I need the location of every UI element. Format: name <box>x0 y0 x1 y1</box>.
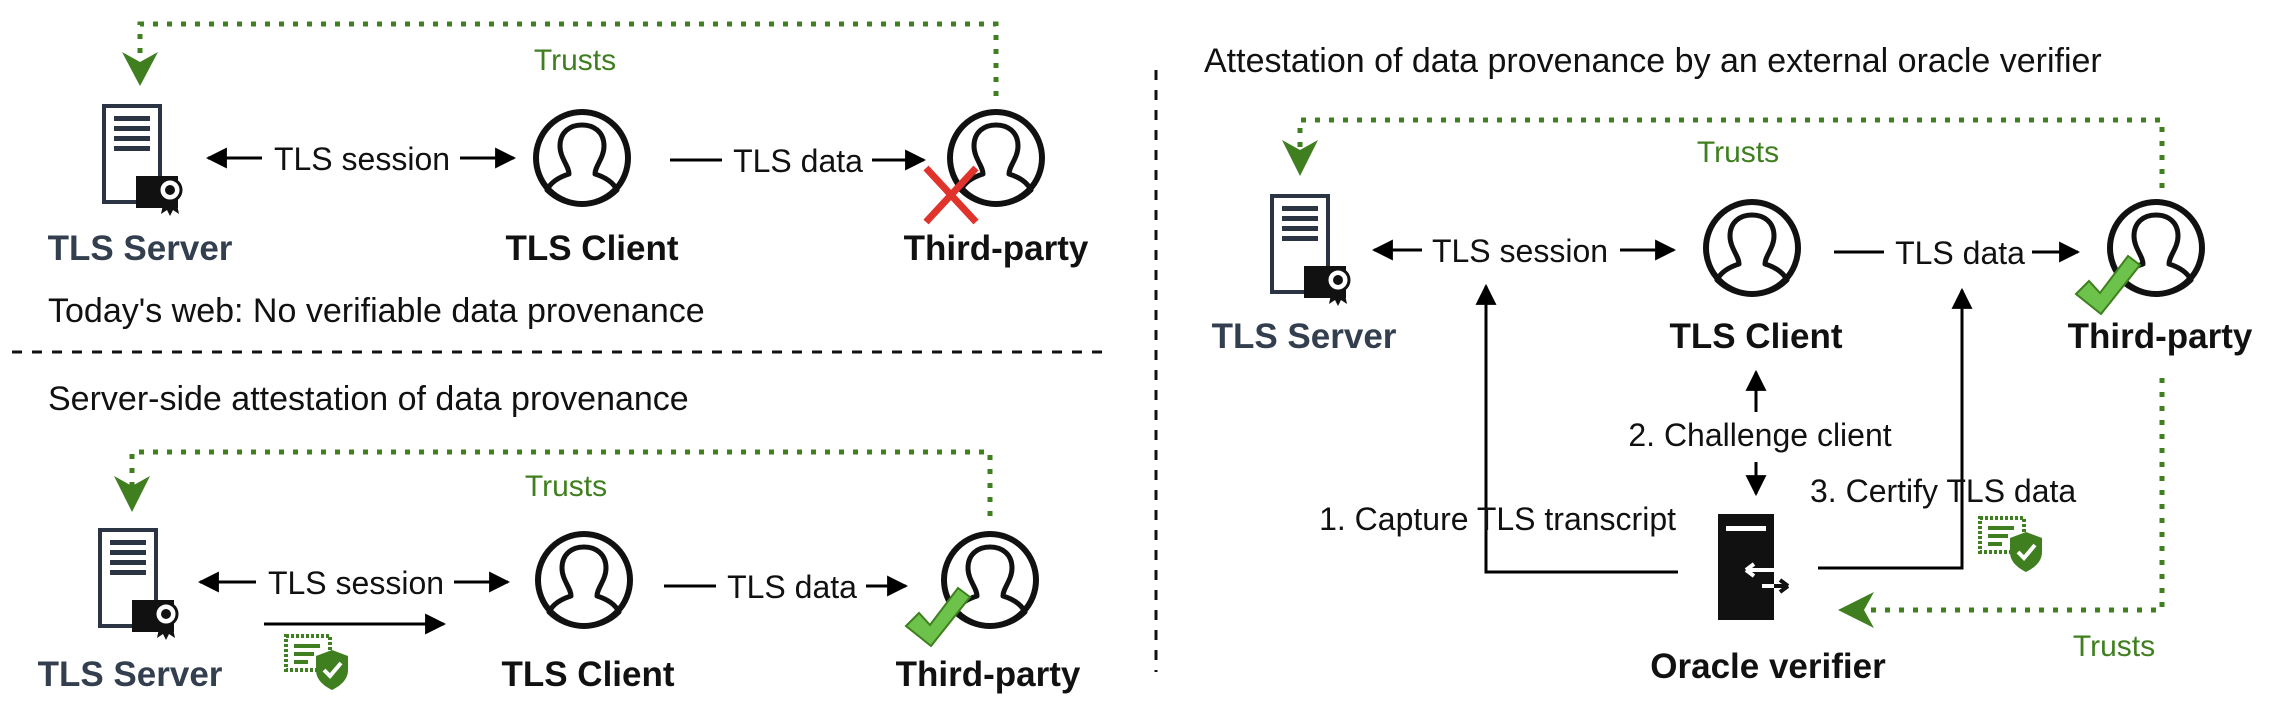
panel-b: Server-side attestation of data provenan… <box>38 380 1081 694</box>
step3-label: 3. Certify TLS data <box>1810 473 2076 509</box>
trust-loop-c-bottom <box>1852 378 2165 613</box>
oracle-server-icon <box>1716 512 1790 622</box>
tls-session-label-c: TLS session <box>1432 233 1608 269</box>
trust-arrowhead-a <box>122 52 158 86</box>
server-label-a: TLS Server <box>48 229 233 268</box>
trust-arrowhead-b <box>114 476 150 512</box>
trusts-label-a: Trusts <box>534 44 616 77</box>
step1-label: 1. Capture TLS transcript <box>1319 501 1676 537</box>
certify-arrow <box>1818 287 1973 570</box>
title-c: Attestation of data provenance by an ext… <box>1204 42 2102 80</box>
title-b: Server-side attestation of data provenan… <box>48 380 689 418</box>
trusts-label-c-bottom: Trusts <box>2073 630 2155 663</box>
trusts-label-b: Trusts <box>525 470 607 503</box>
trust-arrowhead-c-bottom <box>1838 592 1874 628</box>
tls-session-label-a: TLS session <box>274 141 450 177</box>
client-label-b: TLS Client <box>501 655 674 694</box>
cross-icon <box>923 165 979 225</box>
oracle-label: Oracle verifier <box>1650 647 1886 686</box>
tls-data-label-c: TLS data <box>1895 235 2025 271</box>
third-party-person-icon <box>950 112 1042 204</box>
trusts-label-c-top: Trusts <box>1697 136 1779 169</box>
client-person-icon <box>1706 202 1798 294</box>
tls-data-label-a: TLS data <box>733 143 863 179</box>
certificate-icon <box>284 634 350 692</box>
caption-a: Today's web: No verifiable data provenan… <box>48 292 705 330</box>
third-party-label-a: Third-party <box>904 229 1089 268</box>
server-label-c: TLS Server <box>1212 317 1397 356</box>
tls-session-label-b: TLS session <box>268 565 444 601</box>
step2-label: 2. Challenge client <box>1628 417 1891 453</box>
certificate-icon <box>1978 516 2044 574</box>
third-party-label-c: Third-party <box>2068 317 2253 356</box>
trust-arrowhead-c-top <box>1282 140 1318 176</box>
panel-c: Attestation of data provenance by an ext… <box>1204 42 2253 686</box>
client-person-icon <box>538 534 630 626</box>
client-label-c: TLS Client <box>1669 317 1842 356</box>
trust-loop-b <box>129 449 993 516</box>
panel-a: Trusts TLS session TLS data TLS Server T… <box>48 21 1089 330</box>
capture-arrow <box>1475 283 1678 574</box>
third-party-label-b: Third-party <box>896 655 1081 694</box>
client-person-icon <box>536 112 628 204</box>
server-icon <box>102 104 183 218</box>
server-icon <box>1270 194 1351 308</box>
server-icon <box>98 528 179 642</box>
server-label-b: TLS Server <box>38 655 223 694</box>
client-label-a: TLS Client <box>505 229 678 268</box>
tls-data-label-b: TLS data <box>727 569 857 605</box>
